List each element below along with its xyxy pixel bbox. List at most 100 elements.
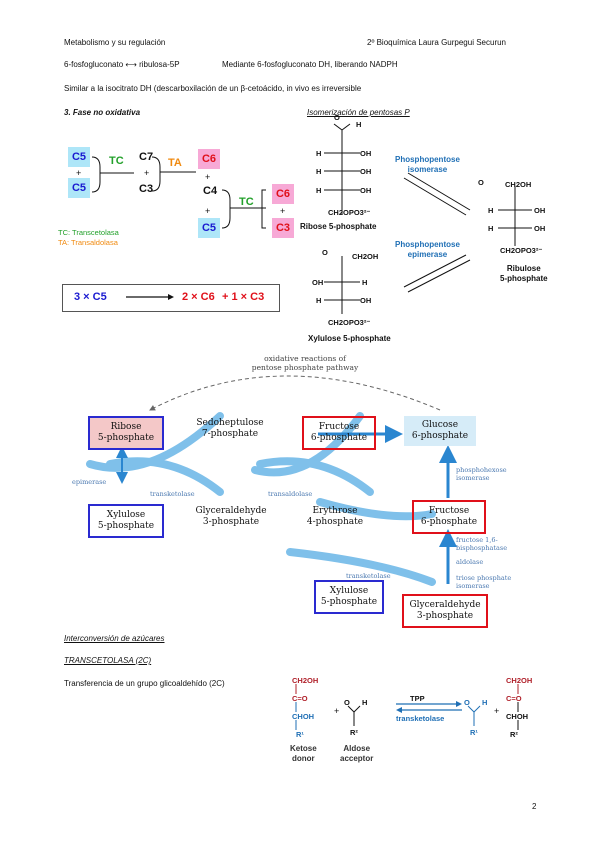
equation-right-c6: 2 × C6 <box>182 291 215 303</box>
c4-label: C4 <box>203 185 218 197</box>
xylulose-o: O <box>322 248 328 257</box>
xylulose-ho: OH <box>312 278 324 287</box>
aldose-h: H <box>362 698 368 707</box>
ribose-h: H <box>316 149 322 158</box>
ribulose-h: H <box>488 206 494 215</box>
plus-sign: + <box>280 206 286 216</box>
ribulose-o: O <box>478 178 484 187</box>
ribose-oh: OH <box>360 167 372 176</box>
product-ketose-r2: R² <box>510 730 518 739</box>
ribulose-ch2oh: CH2OH <box>505 180 532 189</box>
ta-label: TA <box>168 157 182 169</box>
equation-box <box>62 284 280 312</box>
xylulose-ch2opo3: CH2OPO3²⁻ <box>328 318 371 327</box>
c7-label: C7 <box>139 151 154 163</box>
c3-label: C3 <box>139 183 154 195</box>
pathway-arrows <box>86 375 457 586</box>
fbpase-label: fructose 1,6-bisphosphatase <box>456 536 508 552</box>
line-6pg: 6-fosfogluconato ⟷ ribulosa-5P <box>64 60 180 69</box>
product-aldose-h: H <box>482 698 488 707</box>
equation-arrow <box>126 294 174 300</box>
product-aldose-r1: R¹ <box>470 728 478 737</box>
aldose-r2: R² <box>350 728 358 737</box>
aldolase-label: aldolase <box>456 558 484 566</box>
plus-sign: + <box>205 206 211 216</box>
equation-right-c3: + 1 × C3 <box>222 291 265 303</box>
plus-sign: + <box>76 168 82 178</box>
ribose-ch2opo3: CH2OPO3²⁻ <box>328 208 371 217</box>
section-interconversion: Interconversión de azúcares <box>64 634 165 643</box>
ribulose-ch2opo3: CH2OPO3²⁻ <box>500 246 543 255</box>
transketolase-label-1: transketolase <box>150 490 195 498</box>
xylulose-ch2oh: CH2OH <box>352 252 379 261</box>
scheme-brackets <box>91 156 266 229</box>
ribose-oh: OH <box>360 186 372 195</box>
page-number: 2 <box>532 802 537 811</box>
ribose-h: H <box>316 167 322 176</box>
legend-ta: TA: Transaldolasa <box>58 238 118 247</box>
ribose-h: H <box>316 186 322 195</box>
product-aldose-o: O <box>464 698 470 707</box>
tc-label-2: TC <box>239 196 254 208</box>
plus-sign: + <box>334 706 340 716</box>
xylulose-caption: Xylulose 5-phosphate <box>308 334 391 343</box>
section-isomerizacion: Isomerización de pentosas P <box>307 108 410 117</box>
tc-label-1: TC <box>109 155 124 167</box>
ketose-co: C=O <box>292 694 308 703</box>
ketose-r1: R¹ <box>296 730 304 739</box>
aldose-o: O <box>344 698 350 707</box>
section-fase-no-oxidativa: 3. Fase no oxidativa <box>64 108 141 117</box>
legend-tc: TC: Transcetolasa <box>58 228 119 237</box>
section-transketolase: TRANSCETOLASA (2C) <box>64 656 152 665</box>
c5-box-2: C5 <box>68 178 90 198</box>
ribulose-oh: OH <box>534 206 546 215</box>
product-ketose-choh: CHOH <box>506 712 529 721</box>
transketolase-arrow-label: transketolase <box>396 714 445 723</box>
tpp-label: TPP <box>410 694 425 703</box>
c5-box-3: C5 <box>198 218 220 238</box>
c6-box-2: C6 <box>272 184 294 204</box>
plus-sign: + <box>494 706 500 716</box>
ribose-oh: OH <box>360 149 372 158</box>
ribulose-oh: OH <box>534 224 546 233</box>
plus-sign: + <box>205 172 211 182</box>
epimerase-label: epimerase <box>72 478 107 486</box>
ribulose-h: H <box>488 224 494 233</box>
pentose-bonds <box>324 123 532 314</box>
ketose-choh: CHOH <box>292 712 315 721</box>
ribose-caption: Ribose 5-phosphate <box>300 222 377 231</box>
plus-sign: + <box>144 168 150 178</box>
header-right: 2º Bioquímica Laura Gurpegui Securun <box>367 38 507 47</box>
line-glycolaldehyde-transfer: Transferencia de un grupo glicoaldehído … <box>64 679 225 688</box>
c6-box-1: C6 <box>198 149 220 169</box>
line-isocitrate: Similar a la isocitrato DH (descarboxila… <box>64 84 362 93</box>
xylulose-h: H <box>316 296 322 305</box>
c5-box-1: C5 <box>68 147 90 167</box>
xylulose-h: H <box>362 278 368 287</box>
product-ketose-ch2oh: CH2OH <box>506 676 533 685</box>
product-ketose-co: C=O <box>506 694 522 703</box>
header-left: Metabolismo y su regulación <box>64 38 166 47</box>
ketose-ch2oh: CH2OH <box>292 676 319 685</box>
ribose-h: H <box>356 120 362 129</box>
transketolase-label-2: transketolase <box>346 572 391 580</box>
reaction-bonds <box>295 684 519 730</box>
